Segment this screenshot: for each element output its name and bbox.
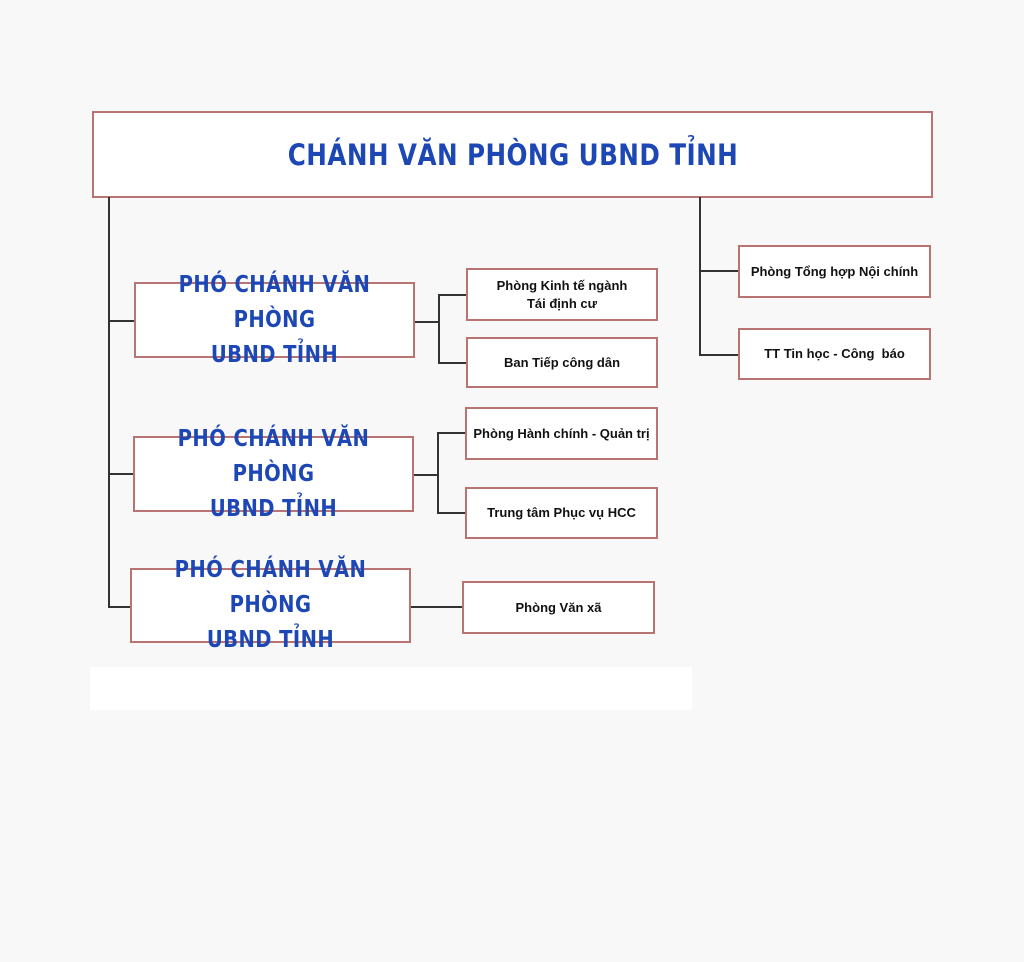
unit-box: Phòng Tổng hợp Nội chính bbox=[738, 245, 931, 298]
unit-box: Ban Tiếp công dân bbox=[466, 337, 658, 388]
unit-label: Phòng Kinh tế ngành bbox=[496, 277, 628, 293]
connector bbox=[108, 473, 134, 475]
deputy-title: PHÓ CHÁNH VĂN PHÒNG bbox=[177, 425, 370, 487]
connector bbox=[108, 606, 130, 608]
deputy-box-1: PHÓ CHÁNH VĂN PHÒNG UBND TỈNH bbox=[134, 272, 415, 368]
deputy-title: PHÓ CHÁNH VĂN PHÒNG bbox=[174, 557, 367, 618]
unit-box: Phòng Văn xã bbox=[462, 581, 655, 634]
connector bbox=[438, 294, 440, 363]
connector bbox=[437, 432, 465, 434]
deputy-title: UBND TỈNH bbox=[209, 495, 338, 522]
connector bbox=[108, 197, 110, 607]
unit-label: TT Tin học - Công báo bbox=[764, 346, 905, 361]
unit-label: Phòng Hành chính - Quản trị bbox=[473, 425, 650, 441]
connector bbox=[414, 321, 439, 323]
deputy-box-3: PHÓ CHÁNH VĂN PHÒNG UBND TỈNH bbox=[130, 557, 411, 653]
connector bbox=[410, 606, 462, 608]
unit-box: TT Tin học - Công báo bbox=[738, 328, 931, 380]
unit-label: Trung tâm Phục vụ HCC bbox=[487, 505, 636, 520]
head-box: CHÁNH VĂN PHÒNG UBND TỈNH bbox=[92, 111, 933, 198]
unit-label: Ban Tiếp công dân bbox=[503, 354, 621, 370]
connector bbox=[437, 512, 465, 514]
connector bbox=[699, 270, 738, 272]
connector bbox=[699, 197, 701, 354]
unit-box: Phòng Hành chính - Quản trị bbox=[465, 407, 658, 460]
connector bbox=[438, 294, 466, 296]
deputy-title: UBND TỈNH bbox=[206, 627, 335, 653]
deputy-box-2: PHÓ CHÁNH VĂN PHÒNG UBND TỈNH bbox=[133, 426, 414, 522]
deputy-title: PHÓ CHÁNH VĂN PHÒNG bbox=[178, 271, 371, 333]
connector bbox=[438, 362, 466, 364]
blank-panel bbox=[90, 667, 692, 710]
head-title: CHÁNH VĂN PHÒNG UBND TỈNH bbox=[287, 137, 738, 172]
connector bbox=[413, 474, 438, 476]
unit-box: Trung tâm Phục vụ HCC bbox=[465, 487, 658, 539]
unit-label: Tái định cư bbox=[526, 295, 598, 311]
connector bbox=[108, 320, 134, 322]
connector bbox=[699, 354, 738, 356]
connector bbox=[437, 432, 439, 513]
unit-label: Phòng Tổng hợp Nội chính bbox=[750, 263, 919, 279]
deputy-title: UBND TỈNH bbox=[210, 341, 339, 368]
unit-label: Phòng Văn xã bbox=[515, 599, 602, 615]
